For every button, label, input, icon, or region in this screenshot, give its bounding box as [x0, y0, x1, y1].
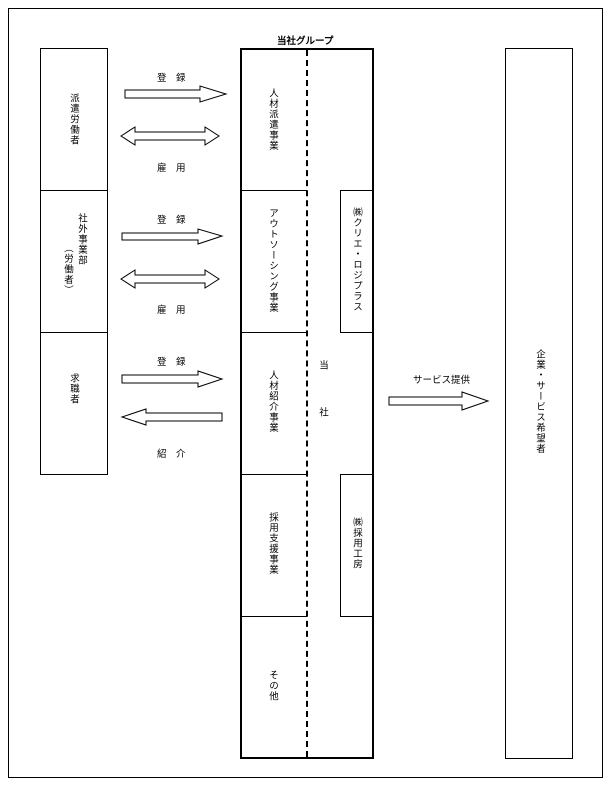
- arrow-label-mid-register: 登 録: [157, 215, 186, 226]
- group-container: [240, 48, 374, 759]
- arrow-label-mid-employ: 雇 用: [157, 305, 186, 316]
- arrow-label-bot-introduce: 紹 介: [157, 449, 186, 460]
- group-title: 当社グループ: [277, 36, 334, 47]
- section-other-label: その他: [267, 670, 278, 702]
- right-box-clients: 企業・サービス希望者: [505, 48, 573, 759]
- arrow-label-bot-register: 登 録: [157, 357, 186, 368]
- left-box-external-division-sub: （労働者）: [62, 243, 73, 296]
- company-label: 当 社: [317, 360, 328, 431]
- arrow-top-register: [124, 85, 228, 103]
- subsidiary-crie-logiplus: ㈱クリエ・ロジプラス: [340, 190, 374, 333]
- subsidiary-saiyo-kobo-label: ㈱採用工房: [351, 517, 362, 570]
- left-box-job-seekers: 求職者: [40, 332, 108, 475]
- arrow-mid-employ: [120, 269, 220, 289]
- left-box-job-seekers-label: 求職者: [68, 373, 79, 405]
- section-divider-1: [241, 190, 307, 191]
- section-outsourcing-label: アウトソーシング事業: [267, 208, 278, 313]
- arrow-top-employ: [120, 126, 220, 146]
- subsidiary-saiyo-kobo: ㈱採用工房: [340, 474, 374, 617]
- section-divider-3: [241, 474, 307, 475]
- section-divider-2: [241, 332, 307, 333]
- arrow-label-top-register: 登 録: [157, 73, 186, 84]
- section-divider-4: [241, 616, 307, 617]
- section-placement-label: 人材紹介事業: [267, 370, 278, 433]
- section-recruiting-support-label: 採用支援事業: [267, 512, 278, 575]
- arrow-label-top-employ: 雇 用: [157, 163, 186, 174]
- service-label: サービス提供: [413, 375, 471, 386]
- arrow-mid-register: [121, 228, 224, 245]
- right-box-clients-label: 企業・サービス希望者: [534, 349, 545, 454]
- arrow-bot-register: [121, 370, 224, 388]
- page-frame: [8, 8, 603, 778]
- arrow-service: [388, 391, 490, 411]
- arrow-bot-introduce: [120, 408, 223, 426]
- subsidiary-crie-logiplus-label: ㈱クリエ・ロジプラス: [351, 207, 362, 312]
- left-box-external-division-label: 社外事業部: [76, 213, 87, 266]
- group-divider-dashed: [306, 50, 308, 757]
- section-staffing-label: 人材派遣事業: [267, 88, 278, 151]
- left-box-dispatch-workers-label: 派遣労働者: [68, 93, 79, 146]
